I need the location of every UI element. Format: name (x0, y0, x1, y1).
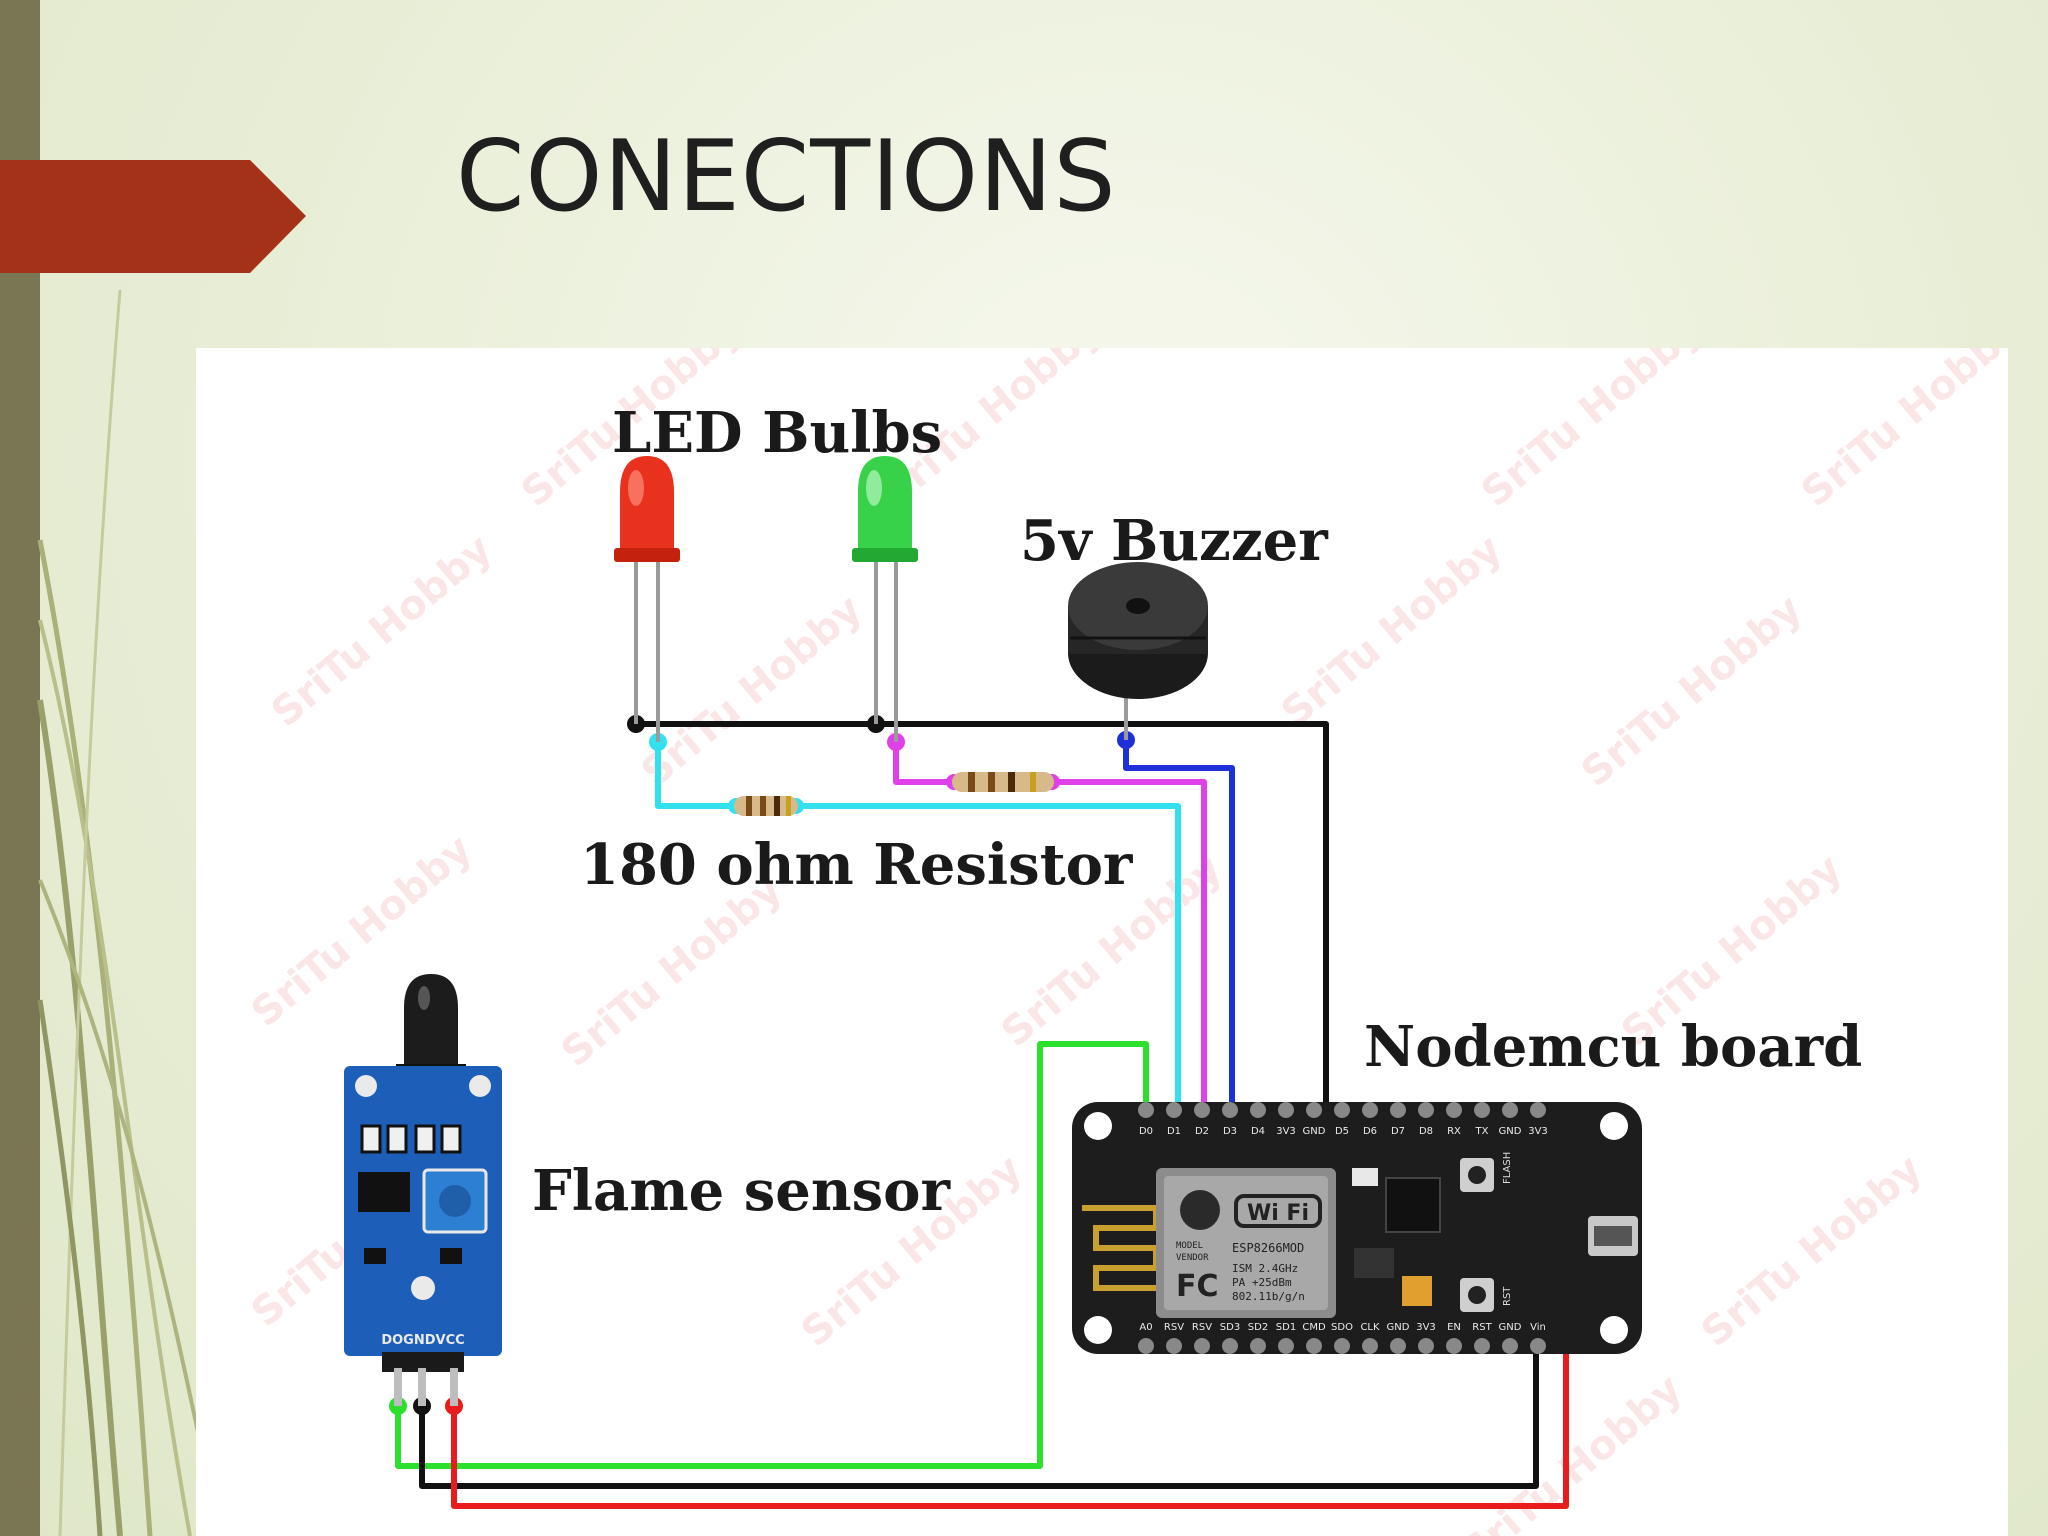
pin-label: SD1 (1276, 1322, 1296, 1333)
title-arrow-shape (0, 160, 306, 273)
pin-label: RSV (1192, 1322, 1212, 1333)
green-led (852, 456, 918, 742)
wires (395, 721, 1569, 1509)
pin-label: A0 (1139, 1322, 1152, 1333)
chip-name: ESP8266MOD (1232, 1241, 1304, 1255)
pin-label: D5 (1335, 1126, 1349, 1137)
green-wire (395, 1041, 1149, 1469)
pin-label: D0 (1139, 1126, 1153, 1137)
pin-label: CMD (1302, 1322, 1326, 1333)
pin-label: TX (1475, 1126, 1489, 1137)
sensor-pin-labels: DOGNDVCC (381, 1333, 464, 1348)
pin-label: SDO (1331, 1322, 1353, 1333)
pin-label: D2 (1195, 1126, 1209, 1137)
chip-pa: PA +25dBm (1232, 1276, 1292, 1289)
nodemcu-label: Nodemcu board (1364, 1014, 1863, 1080)
pin-label: EN (1447, 1322, 1461, 1333)
pin-label: CLK (1360, 1322, 1380, 1333)
pin-label: D1 (1167, 1126, 1181, 1137)
pin-label: GND (1303, 1126, 1326, 1137)
top-pin-header (1138, 1102, 1546, 1118)
pin-label: GND (1499, 1322, 1522, 1333)
circuit-drawing: DOGNDVCC Wi Fi MODEL VENDOR ESP8266MOD F… (344, 456, 1642, 1509)
pin-label: 3V3 (1416, 1322, 1436, 1333)
pin-label: D3 (1223, 1126, 1237, 1137)
buzzer (1068, 562, 1208, 740)
blue-wire (1123, 737, 1235, 1113)
pin-label: RX (1447, 1126, 1461, 1137)
bottom-pin-header (1138, 1338, 1546, 1354)
pin-label: RST (1472, 1322, 1492, 1333)
chip-standard: 802.11b/g/n (1232, 1290, 1305, 1303)
pin-label: GND (1387, 1322, 1410, 1333)
flash-button-label: FLASH (1502, 1152, 1513, 1184)
fc-logo: FC (1176, 1269, 1219, 1304)
chip-ism: ISM 2.4GHz (1232, 1262, 1298, 1275)
pin-label: D8 (1419, 1126, 1433, 1137)
flame-sensor: DOGNDVCC (344, 974, 502, 1406)
wifi-logo-text: Wi Fi (1247, 1201, 1309, 1226)
black-gnd-wire (633, 721, 1329, 1111)
rst-button-label: RST (1502, 1286, 1513, 1306)
magenta-wire (893, 739, 1207, 1113)
pin-label: SD3 (1220, 1322, 1240, 1333)
slide-title: CONECTIONS (456, 120, 1117, 234)
chip-model-label: MODEL (1176, 1241, 1203, 1251)
pin-label: 3V3 (1528, 1126, 1548, 1137)
pin-label: D4 (1251, 1126, 1265, 1137)
pin-label: SD2 (1248, 1322, 1268, 1333)
grass-decoration (37, 289, 222, 1536)
black-sensor-gnd-wire (419, 1349, 1539, 1489)
red-vcc-wire (451, 1349, 1569, 1509)
flame-sensor-label: Flame sensor (532, 1158, 950, 1224)
led-bulbs-label: LED Bulbs (612, 400, 943, 466)
resistor-2 (952, 772, 1054, 792)
cyan-wire (655, 739, 1181, 1113)
top-pin-labels: D0 D1 D2 D3 D4 3V3 GND D5 D6 D7 D8 RX TX… (1139, 1126, 1548, 1137)
wiring-diagram: SriTu Hobby SriTu Hobby SriTu Hobby SriT… (196, 348, 2008, 1536)
resistor-label: 180 ohm Resistor (580, 832, 1133, 898)
pin-label: 3V3 (1276, 1126, 1296, 1137)
pin-label: RSV (1164, 1322, 1184, 1333)
pin-label: GND (1499, 1126, 1522, 1137)
pin-label: D6 (1363, 1126, 1377, 1137)
pin-label: D7 (1391, 1126, 1405, 1137)
pin-label: Vin (1530, 1322, 1546, 1333)
nodemcu-board: Wi Fi MODEL VENDOR ESP8266MOD FC ISM 2.4… (1072, 1102, 1642, 1354)
chip-vendor-label: VENDOR (1176, 1253, 1209, 1263)
buzzer-label: 5v Buzzer (1020, 508, 1328, 574)
resistor-1 (734, 796, 798, 816)
bottom-pin-labels: A0 RSV RSV SD3 SD2 SD1 CMD SDO CLK GND 3… (1139, 1322, 1545, 1333)
red-led (614, 456, 680, 742)
